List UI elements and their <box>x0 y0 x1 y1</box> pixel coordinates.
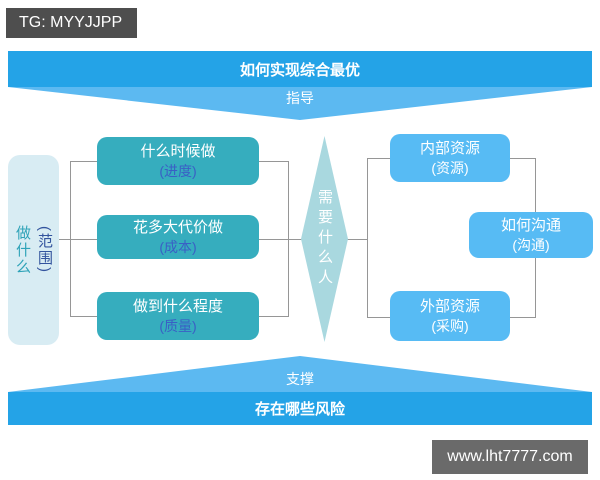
tg-watermark-label: TG: MYYJJPP <box>6 8 137 38</box>
site-watermark-label: www.lht7777.com <box>432 440 588 474</box>
connector-line <box>259 239 303 240</box>
scope-box: 做什么 (范围) <box>8 155 59 345</box>
bottom-banner: 存在哪些风险 <box>8 392 592 425</box>
connector-line <box>367 158 368 318</box>
cost-box-subtitle: (成本) <box>159 238 197 255</box>
quality-box-title: 做到什么程度 <box>132 298 223 316</box>
connector-line <box>367 317 390 318</box>
internal-resources-title: 内部资源 <box>419 140 480 158</box>
connector-line <box>70 316 97 317</box>
internal-resources-subtitle: (资源) <box>431 159 469 176</box>
communication-title: 如何沟通 <box>500 217 561 235</box>
quality-box: 做到什么程度 (质量) <box>97 292 259 340</box>
site-watermark-text: www.lht7777.com <box>447 448 573 465</box>
external-resources-title: 外部资源 <box>419 298 480 316</box>
guide-arrow: 指导 <box>8 87 592 120</box>
connector-line <box>510 158 535 159</box>
connector-line <box>367 158 390 159</box>
external-resources-box: 外部资源 (采购) <box>390 291 510 341</box>
schedule-box-subtitle: (进度) <box>159 162 197 179</box>
staff-diamond: 需要什么人 <box>301 136 348 342</box>
scope-subtitle: (范围) <box>36 226 53 274</box>
scope-title: 做什么 <box>14 224 31 276</box>
connector-line <box>510 317 535 318</box>
communication-box: 如何沟通 (沟通) <box>469 212 593 258</box>
schedule-box-title: 什么时候做 <box>140 143 216 161</box>
connector-line <box>259 161 288 162</box>
cost-box: 花多大代价做 (成本) <box>97 215 259 259</box>
cost-box-title: 花多大代价做 <box>132 219 223 237</box>
connector-line <box>346 239 367 240</box>
external-resources-subtitle: (采购) <box>431 317 469 334</box>
staff-diamond-label: 需要什么人 <box>316 189 333 289</box>
communication-subtitle: (沟通) <box>512 236 550 253</box>
schedule-box: 什么时候做 (进度) <box>97 137 259 185</box>
tg-watermark-text: TG: MYYJJPP <box>19 14 123 31</box>
quality-box-subtitle: (质量) <box>159 317 197 334</box>
connector-line <box>59 239 97 240</box>
internal-resources-box: 内部资源 (资源) <box>390 134 510 182</box>
connector-line <box>259 316 288 317</box>
connector-line <box>70 161 97 162</box>
top-banner: 如何实现综合最优 <box>8 51 592 87</box>
bottom-banner-text: 存在哪些风险 <box>254 401 345 418</box>
top-banner-text: 如何实现综合最优 <box>239 61 360 79</box>
support-arrow: 支撑 <box>8 356 592 392</box>
guide-arrow-label: 指导 <box>286 90 314 106</box>
support-arrow-label: 支撑 <box>286 371 314 387</box>
